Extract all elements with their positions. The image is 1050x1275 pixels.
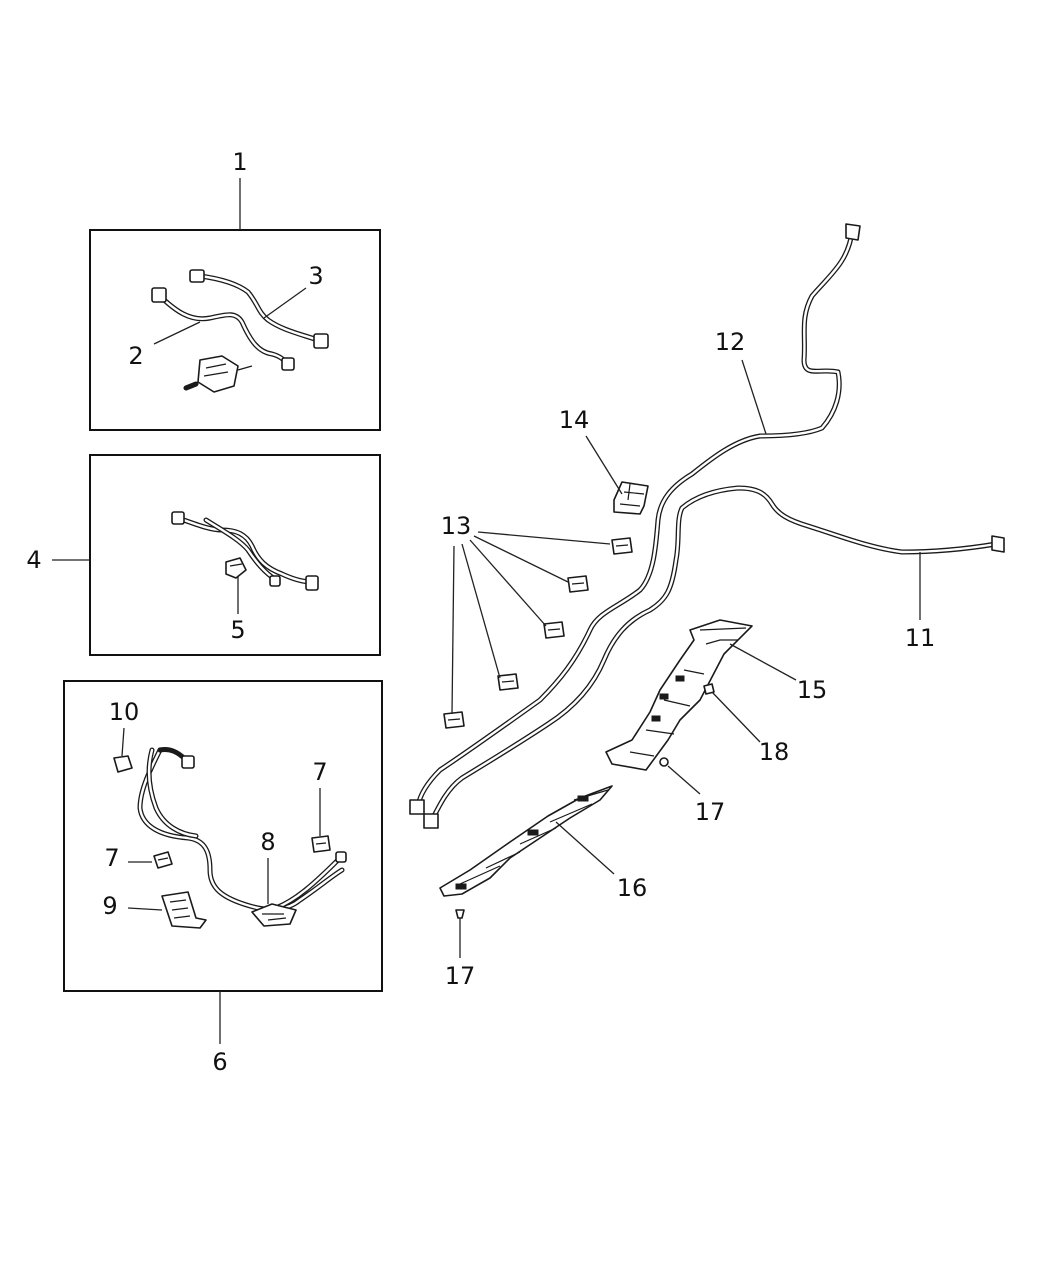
callout-4: 4 [26,546,41,574]
callout-16: 16 [617,874,648,902]
callout-5: 5 [230,616,245,644]
leader-14 [585,435,623,495]
group-box-1 [89,229,381,431]
clip-part-13-b [567,575,589,593]
shield-part-15 [605,619,753,771]
fuel-tube-part-2 [151,287,295,371]
shield-part-16 [439,785,613,897]
leader-13c [469,539,547,627]
callout-14: 14 [559,406,590,434]
bolt-part-18 [703,683,715,695]
group-box-4 [89,454,381,656]
fuel-line-part-11 [423,485,1005,829]
leader-18 [711,691,761,743]
shield-part-9 [161,891,207,929]
callout-17-lower: 17 [445,962,476,990]
fuel-tube-box-4 [171,511,319,591]
callout-13: 13 [441,512,472,540]
nut-part-17-upper [659,757,669,767]
leader-2 [153,321,201,345]
callout-10: 10 [109,698,140,726]
clip-part-13-e [443,711,465,729]
callout-3: 3 [308,262,323,290]
fuel-line-part-12-main [409,223,861,815]
callout-9: 9 [102,892,117,920]
valve-assembly [183,355,253,393]
callout-18: 18 [759,738,790,766]
leader-15 [729,643,797,681]
leader-3 [263,287,307,319]
clip-part-5 [225,557,247,579]
leader-10 [121,727,125,757]
callout-2: 2 [128,342,143,370]
leader-9 [127,907,163,911]
leader-16 [555,821,615,875]
callout-7-right: 7 [312,758,327,786]
leader-12 [741,359,767,435]
clip-part-13-c [543,621,565,639]
retainer-part-10 [113,755,133,773]
callout-11: 11 [905,624,936,652]
callout-15: 15 [797,676,828,704]
callout-8: 8 [260,828,275,856]
clip-part-7-right [311,835,331,853]
leader-17a [667,765,701,795]
leader-13e [451,545,455,715]
clip-part-7-left [153,851,173,869]
callout-12: 12 [715,328,746,356]
fuel-tube-part-3 [189,269,329,349]
callout-7-left: 7 [104,844,119,872]
callout-17-upper: 17 [695,798,726,826]
clip-part-13-d [497,673,519,691]
callout-1: 1 [232,148,247,176]
group-box-6 [63,680,383,992]
bracket-part-14 [613,481,649,515]
bracket-part-8 [251,903,297,927]
leader-13a [477,531,611,545]
leader-13b [473,535,569,583]
nut-part-17-lower [455,909,465,919]
callout-6: 6 [212,1048,227,1076]
leader-13d [461,543,501,679]
fuel-tube-box-6 [137,747,347,912]
clip-part-13-a [611,537,633,555]
